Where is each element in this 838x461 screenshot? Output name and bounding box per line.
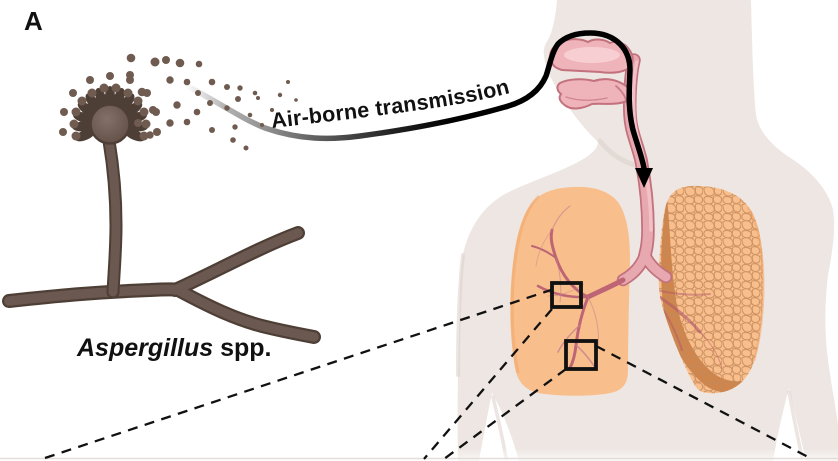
conidiophore-stalk xyxy=(102,134,123,299)
spore-cloud xyxy=(59,53,298,151)
transmission-path-line xyxy=(182,30,647,171)
inset-marker-square-1 xyxy=(550,281,583,309)
bottom-fade xyxy=(0,448,838,461)
inset-marker-square-2 xyxy=(564,339,598,371)
hyphae xyxy=(2,226,321,344)
species-label: Aspergillus spp. xyxy=(76,334,272,362)
inhalation-arrowhead xyxy=(635,168,653,188)
transmission xyxy=(182,30,653,188)
callout-dashed-line-3 xyxy=(443,368,567,460)
aspergillus-illustration xyxy=(2,86,321,344)
callout-dashed-line-4 xyxy=(595,344,813,461)
panel-label: A xyxy=(24,6,43,36)
vesicle-head xyxy=(89,103,131,145)
bronchial-tree-left xyxy=(531,205,626,370)
callout-dashed-line-1 xyxy=(44,288,552,460)
inset-markers xyxy=(44,281,813,461)
callout-dashed-line-2 xyxy=(423,308,553,460)
